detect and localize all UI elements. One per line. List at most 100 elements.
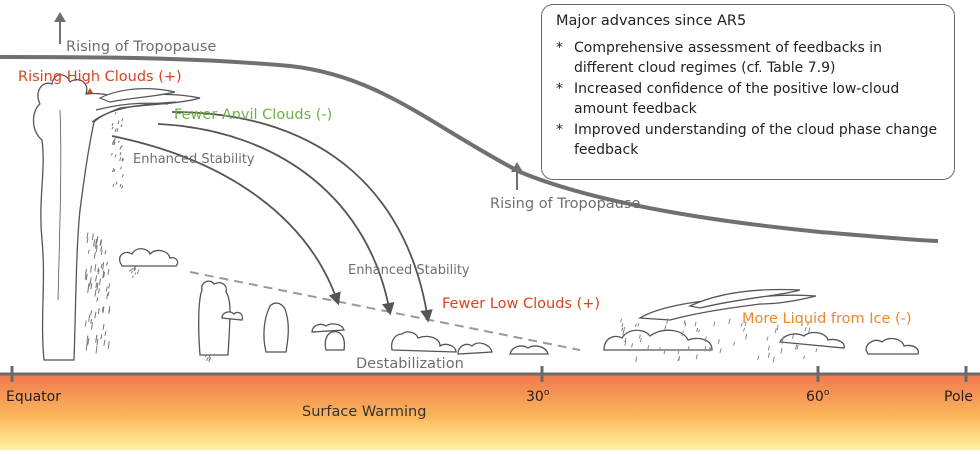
label-rising-tropopause-top: Rising of Tropopause: [66, 39, 216, 55]
rain-streak: [91, 233, 94, 241]
rain-streak: [120, 166, 122, 170]
rain-streak: [780, 347, 783, 354]
rain-streak: [108, 283, 111, 289]
rain-streak: [647, 345, 650, 351]
rain-streak: [745, 333, 748, 340]
rain-streak: [781, 336, 784, 342]
rain-streak: [94, 289, 97, 297]
rain-streak: [136, 271, 139, 275]
rain-streak: [677, 357, 680, 362]
rain-streak: [781, 340, 784, 345]
anvil-outflow: [95, 88, 176, 111]
rain-streak: [694, 321, 697, 327]
rain-streak: [717, 339, 720, 344]
rain-streak: [102, 323, 105, 330]
rain-streak: [803, 355, 805, 360]
rain-streak: [107, 291, 110, 296]
rain-streak: [719, 348, 722, 354]
rain-streak: [637, 323, 640, 327]
rain-streak: [709, 348, 712, 352]
rain-streak: [86, 335, 89, 342]
rain-streak: [131, 268, 133, 271]
stability-arrow-3: [171, 111, 433, 323]
rain-streak: [122, 158, 125, 162]
rain-streak: [95, 282, 98, 288]
rain-streak: [100, 246, 103, 252]
label-more-liquid-from-ice: More Liquid from Ice (-): [742, 311, 912, 327]
rain-streak: [110, 152, 113, 156]
rain-streak: [114, 154, 117, 158]
rain-streak: [664, 324, 667, 331]
rain-streak: [119, 183, 122, 188]
rain-streak: [206, 357, 209, 361]
infobox-item: *Increased confidence of the positive lo…: [556, 79, 940, 119]
rain-streak: [98, 278, 101, 286]
rain-streak: [96, 297, 99, 302]
stability-arrow-2: [157, 123, 395, 316]
rain-streak: [97, 308, 100, 314]
rain-streak: [95, 238, 98, 248]
rain-streak: [137, 269, 140, 272]
deep-convection-cloud: [32, 74, 201, 361]
rain-streak: [121, 157, 124, 161]
rain-streak: [114, 128, 117, 133]
bullet-mark: *: [556, 40, 563, 56]
rain-streak: [766, 336, 769, 341]
rain-streak: [106, 261, 108, 266]
rain-streak: [743, 327, 746, 332]
rain-streak: [767, 352, 770, 358]
rain-streak: [620, 318, 623, 323]
rain-streak: [96, 282, 99, 291]
rain-streak: [100, 263, 103, 269]
rain-streak: [713, 321, 716, 327]
rain-streak: [133, 266, 136, 270]
rain-streak: [112, 168, 115, 173]
rain-streak: [108, 308, 111, 314]
rain-streak: [804, 327, 807, 332]
infobox-list: *Comprehensive assessment of feedbacks i…: [556, 38, 940, 160]
rain-streak: [87, 337, 90, 345]
rain-streak: [728, 318, 731, 325]
rain-streak: [95, 345, 98, 354]
axis-label-pole: Pole: [944, 389, 973, 405]
infobox-title: Major advances since AR5: [556, 13, 747, 29]
rain-streak: [95, 275, 98, 282]
rain-streak: [119, 146, 122, 150]
tropopause-line: [0, 55, 939, 243]
rain-streak: [121, 174, 124, 178]
rain-streak: [84, 273, 87, 280]
rain-streak: [112, 183, 115, 188]
rain-streak: [93, 251, 96, 259]
rain-streak: [117, 140, 120, 144]
rain-streak: [113, 169, 116, 172]
small-cumulus-clouds: [119, 248, 919, 356]
label-rising-high-clouds: Rising High Clouds (+): [18, 69, 182, 85]
rain-streak: [635, 356, 638, 363]
rain-streak: [88, 314, 91, 322]
rain-streak: [86, 341, 89, 347]
rain-streak: [93, 239, 96, 247]
rain-streak: [101, 306, 104, 312]
infobox-item-text: Improved understanding of the cloud phas…: [574, 122, 938, 158]
rain-streak: [111, 122, 114, 127]
rain-streak: [100, 334, 103, 340]
rain-streak: [87, 287, 90, 294]
rain-streak: [87, 249, 90, 254]
rain-streak: [740, 322, 743, 327]
rain-streak: [767, 345, 770, 351]
label-fewer-low-clouds: Fewer Low Clouds (+): [442, 296, 600, 312]
rain-streak: [112, 140, 115, 145]
rain-streak: [687, 346, 690, 351]
rain-streak: [631, 343, 634, 348]
rain-streak: [684, 322, 687, 327]
rain-streak: [86, 232, 89, 239]
infobox-item: *Comprehensive assessment of feedbacks i…: [556, 38, 940, 78]
infobox-item-text: Increased confidence of the positive low…: [574, 81, 900, 117]
midlatitude-cloud-system: [603, 288, 845, 351]
axis-label-equator: Equator: [6, 389, 61, 405]
rain-streak: [102, 261, 105, 270]
rain-streak: [815, 348, 818, 353]
infobox-item: *Improved understanding of the cloud pha…: [556, 120, 940, 160]
